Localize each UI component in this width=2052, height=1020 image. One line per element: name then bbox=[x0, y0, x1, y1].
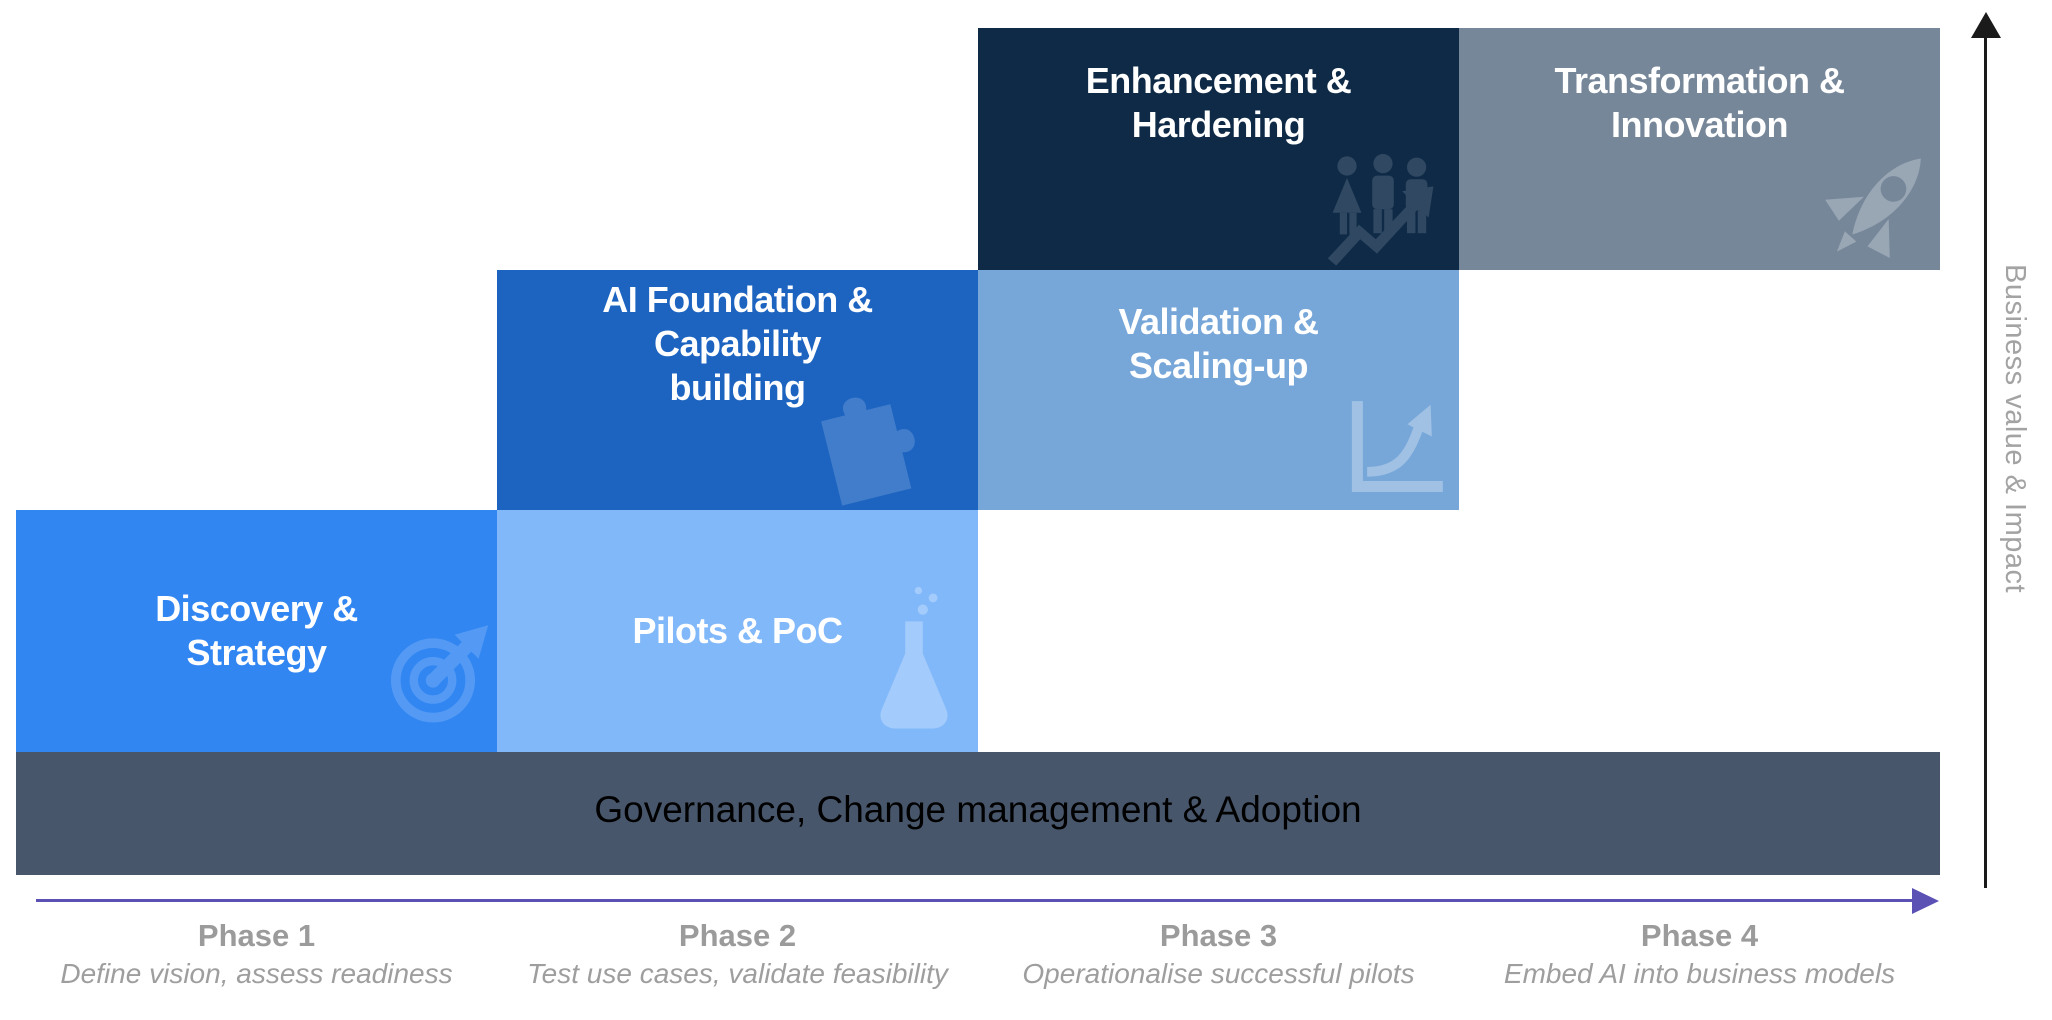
box-pilots-poc: Pilots & PoC bbox=[497, 510, 978, 752]
box-title: Enhancement & Hardening bbox=[1085, 60, 1352, 145]
box-transformation-innovation: Transformation & Innovation bbox=[1459, 28, 1940, 270]
box-title: Validation & Scaling-up bbox=[1118, 301, 1319, 386]
box-ai-foundation-capability: AI Foundation & Capability building bbox=[497, 270, 978, 510]
box-title: Discovery & Strategy bbox=[155, 588, 358, 673]
box-discovery-strategy: Discovery & Strategy bbox=[16, 510, 497, 752]
box-title: AI Foundation & Capability building bbox=[602, 279, 873, 408]
phase-2-description: Test use cases, validate feasibility bbox=[527, 958, 948, 989]
phase-1-description: Define vision, assess readiness bbox=[60, 958, 453, 989]
flask-icon bbox=[880, 586, 948, 729]
phase-4-description: Embed AI into business models bbox=[1503, 958, 1896, 989]
box-enhancement-hardening: Enhancement & Hardening bbox=[978, 28, 1459, 270]
governance-label: Governance, Change management & Adoption bbox=[594, 788, 1362, 830]
value-axis-label: Business value & Impact bbox=[1999, 264, 2031, 594]
governance-bar: Governance, Change management & Adoption bbox=[16, 752, 1940, 875]
people-growth-icon bbox=[1327, 154, 1434, 266]
target-icon bbox=[391, 625, 489, 723]
phase-2-label: Phase 2 bbox=[678, 918, 797, 953]
value-axis-arrowhead-icon bbox=[1971, 12, 2001, 38]
value-axis-line bbox=[1984, 34, 1987, 888]
phase-3-description: Operationalise successful pilots bbox=[1022, 958, 1415, 989]
phase-4-label: Phase 4 bbox=[1640, 918, 1759, 953]
phase-3-label: Phase 3 bbox=[1159, 918, 1278, 953]
box-title: Transformation & Innovation bbox=[1554, 60, 1845, 145]
phase-axis-line bbox=[36, 899, 1914, 902]
rocket-icon bbox=[1825, 158, 1921, 258]
growth-chart-icon bbox=[1351, 401, 1443, 492]
box-title: Pilots & PoC bbox=[632, 610, 843, 652]
box-validation-scaling-up: Validation & Scaling-up bbox=[978, 270, 1459, 510]
phase-axis-arrowhead-icon bbox=[1912, 888, 1939, 914]
phase-1-label: Phase 1 bbox=[197, 918, 316, 953]
